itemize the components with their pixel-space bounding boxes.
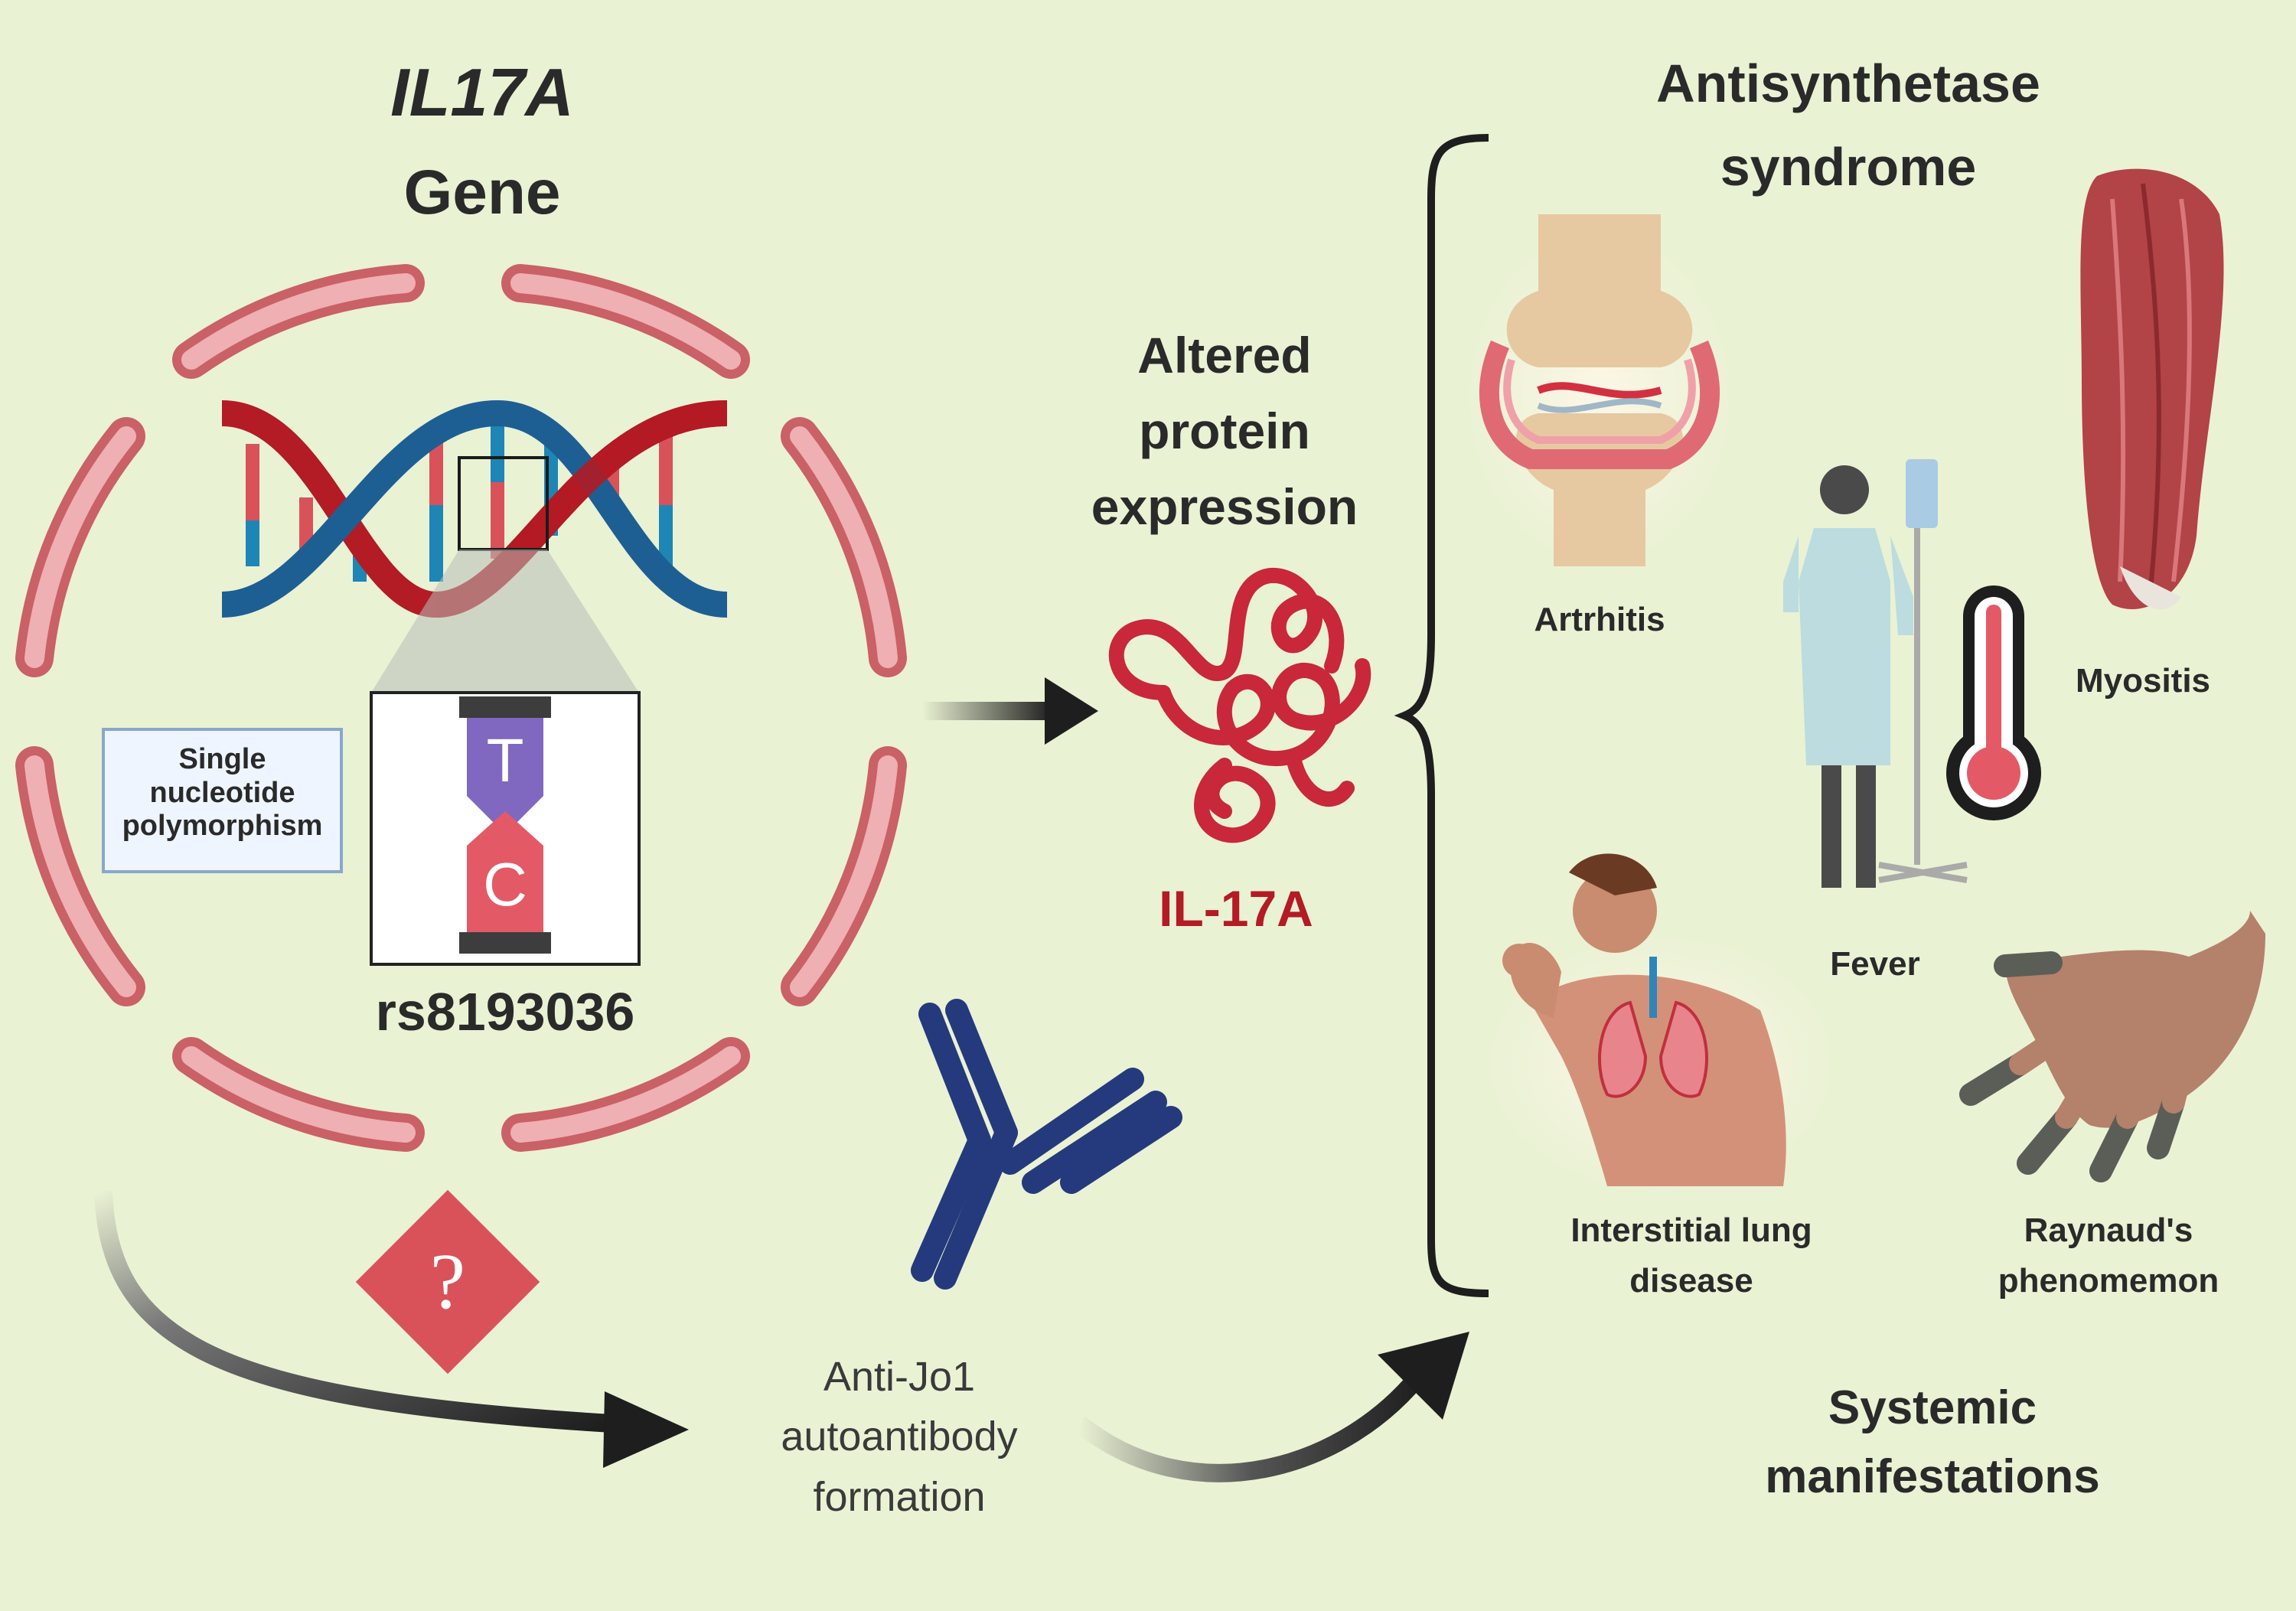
antibody-icon: [911, 999, 1182, 1290]
arrow-to-syndrome: [1073, 1332, 1469, 1482]
muscle-icon: [2080, 168, 2224, 610]
syndrome-title: Antisynthetase syndrome: [1656, 54, 2040, 197]
protein-name: IL-17A: [1159, 880, 1313, 937]
thermometer-icon: [1946, 585, 2041, 820]
allele-t-block: [467, 718, 543, 834]
autoantibody-label: Anti-Jo1 autoantibody formation: [781, 1354, 1018, 1520]
systemic-manifestations-label: Systemic manifestations: [1765, 1381, 2100, 1503]
manifestation-raynaud: Raynaud's phenomemon: [1998, 1212, 2219, 1300]
snp-id: rs8193036: [375, 982, 635, 1042]
knee-joint-icon: [1466, 214, 1733, 566]
allele-c-block: [467, 811, 543, 932]
fever-patient-icon: [1783, 459, 1968, 888]
unknown-link-symbol: ?: [429, 1238, 466, 1326]
gene-name: IL17A: [390, 54, 574, 130]
snp-box-label: Single nucleotide polymorphism: [102, 728, 343, 873]
arrow-to-protein: [922, 677, 1098, 745]
snp-inset: [370, 691, 641, 966]
arrow-to-autoantibody: [94, 1189, 689, 1468]
raynaud-hand-icon: [1959, 911, 2265, 1182]
manifestation-arthritis: Artrhitis: [1534, 601, 1665, 638]
manifestation-myositis: Myositis: [2075, 662, 2211, 700]
cell-membrane-ring: [15, 264, 907, 1152]
coughing-person-icon: [1485, 853, 1837, 1194]
gene-label: Gene: [403, 158, 561, 227]
manifestation-lung-disease: Interstitial lung disease: [1570, 1212, 1812, 1300]
allele-t-label: T: [486, 726, 524, 794]
syndrome-brace: [1394, 134, 1489, 1297]
protein-coil-icon: [1108, 568, 1371, 843]
zoom-cone: [371, 550, 639, 693]
manifestation-fever: Fever: [1830, 945, 1920, 983]
allele-c-label: C: [483, 850, 527, 918]
protein-heading: Altered protein expression: [1091, 327, 1358, 535]
